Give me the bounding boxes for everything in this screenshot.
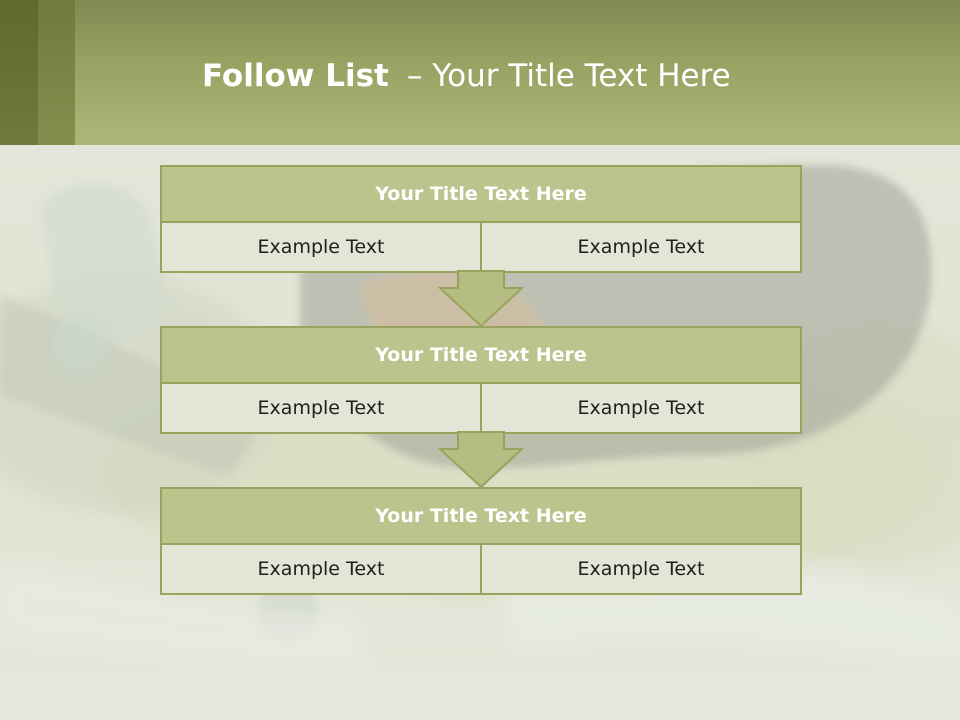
step-row: Example Text Example Text — [162, 384, 800, 432]
step-box-3: Your Title Text Here Example Text Exampl… — [160, 487, 802, 595]
step-cell-right: Example Text — [480, 223, 800, 271]
step-cell-left: Example Text — [257, 236, 385, 258]
step-cell-left: Example Text — [257, 558, 385, 580]
page-title: Follow List – Your Title Text Here — [202, 56, 731, 100]
title-strong: Follow List — [202, 58, 389, 94]
header-accent-stripe — [0, 0, 38, 145]
step-box-1: Your Title Text Here Example Text Exampl… — [160, 165, 802, 273]
header-band: Follow List – Your Title Text Here — [0, 0, 960, 145]
step-heading: Your Title Text Here — [162, 167, 800, 223]
step-box-2: Your Title Text Here Example Text Exampl… — [160, 326, 802, 434]
step-cell-left: Example Text — [257, 397, 385, 419]
step-cell-right: Example Text — [480, 384, 800, 432]
step-cell-right: Example Text — [480, 545, 800, 593]
title-rest: Your Title Text Here — [432, 58, 731, 94]
step-heading: Your Title Text Here — [162, 328, 800, 384]
header-accent-stripe — [38, 0, 75, 145]
title-separator: – — [406, 58, 423, 94]
step-row: Example Text Example Text — [162, 223, 800, 271]
step-row: Example Text Example Text — [162, 545, 800, 593]
down-arrow-icon — [438, 270, 524, 328]
down-arrow-icon — [438, 431, 524, 489]
step-heading: Your Title Text Here — [162, 489, 800, 545]
